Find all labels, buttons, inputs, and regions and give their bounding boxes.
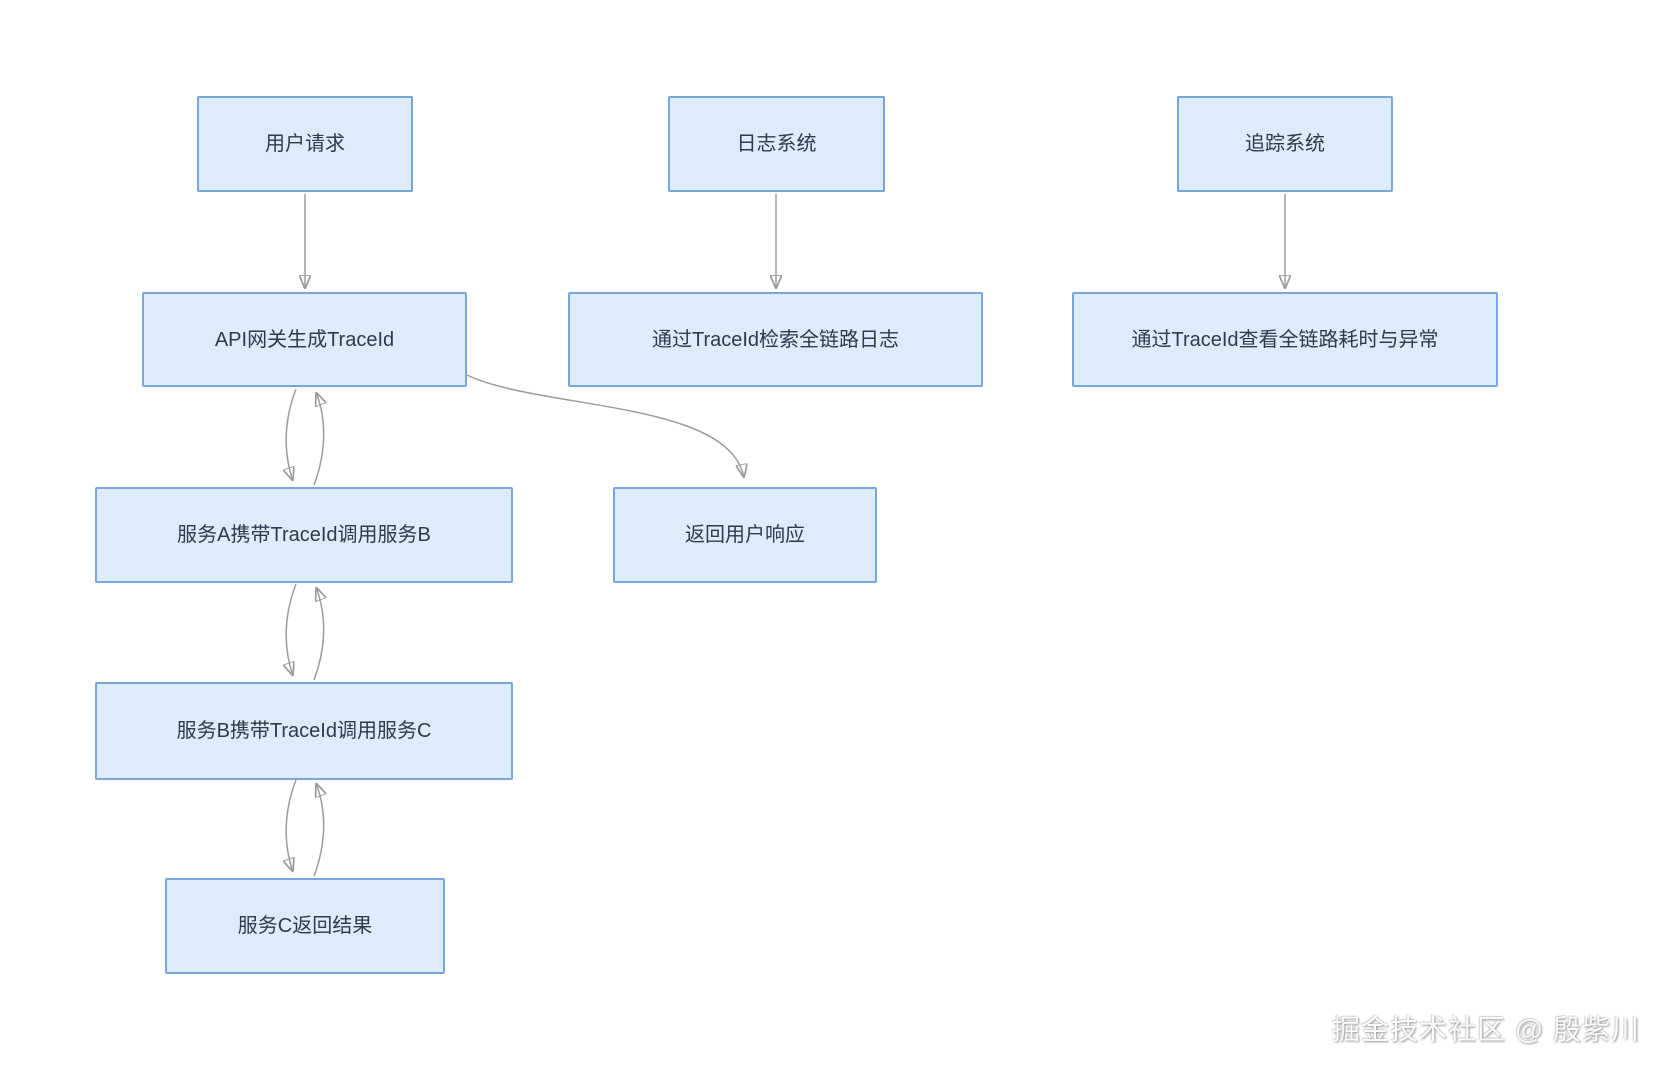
node-return-response: 返回用户响应 (613, 487, 877, 583)
watermark: 掘金技术社区 @ 殷紫川 (1332, 1014, 1640, 1045)
edge-service-c-to-service-b (313, 783, 324, 877)
node-label: 通过TraceId检索全链路日志 (651, 328, 900, 351)
edge-api-gateway-to-service-a (286, 388, 297, 481)
node-label: API网关生成TraceId (214, 328, 395, 351)
node-trace-system: 追踪系统 (1177, 96, 1393, 192)
node-search-logs: 通过TraceId检索全链路日志 (568, 292, 983, 387)
edge-service-a-to-api-gateway (313, 392, 324, 486)
node-label: 服务C返回结果 (237, 915, 373, 937)
node-label: 通过TraceId查看全链路耗时与异常 (1131, 328, 1439, 351)
node-service-a: 服务A携带TraceId调用服务B (95, 487, 513, 583)
edge-service-a-to-service-b (286, 583, 297, 676)
node-user-request: 用户请求 (197, 96, 413, 192)
node-label: 服务B携带TraceId调用服务C (176, 720, 432, 742)
edge-service-b-to-service-a (313, 587, 324, 681)
node-api-gateway: API网关生成TraceId (142, 292, 467, 387)
node-label: 服务A携带TraceId调用服务B (177, 524, 431, 546)
node-label: 日志系统 (736, 133, 817, 155)
node-label: 返回用户响应 (685, 524, 805, 546)
edge-api-gateway-to-return-response (466, 374, 744, 478)
edge-service-b-to-service-c (286, 779, 297, 872)
node-log-system: 日志系统 (668, 96, 885, 192)
node-service-b: 服务B携带TraceId调用服务C (95, 682, 513, 780)
node-view-latency: 通过TraceId查看全链路耗时与异常 (1072, 292, 1498, 387)
node-service-c: 服务C返回结果 (165, 878, 445, 974)
node-label: 追踪系统 (1245, 133, 1325, 155)
node-label: 用户请求 (265, 133, 345, 155)
